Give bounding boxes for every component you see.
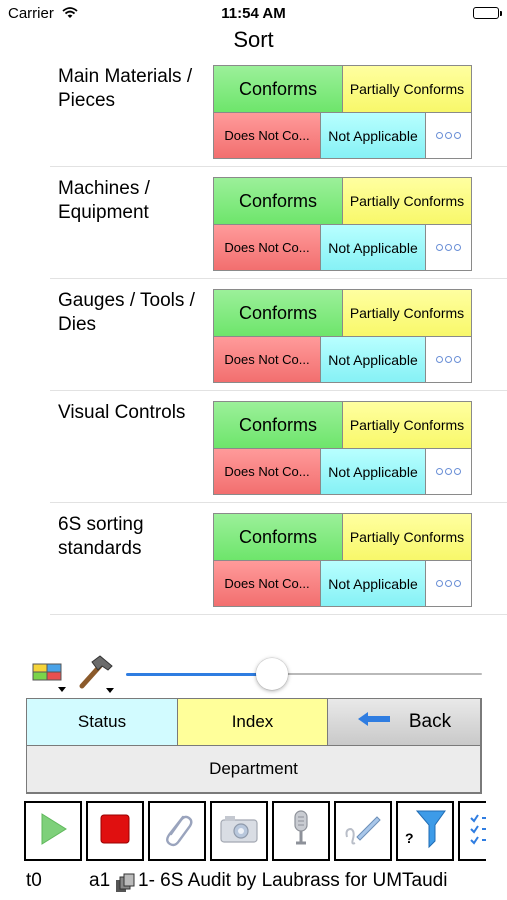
conforms-button[interactable]: Conforms — [214, 290, 342, 336]
not-applicable-button[interactable]: Not Applicable — [321, 561, 425, 606]
partially-conforms-button[interactable]: Partially Conforms — [343, 402, 471, 448]
more-options-button[interactable] — [426, 449, 471, 494]
not-applicable-button[interactable]: Not Applicable — [321, 225, 425, 270]
more-dots-icon — [436, 580, 461, 587]
footer-mid-text: a1 — [89, 870, 111, 891]
signature-pen-icon — [343, 811, 383, 852]
answer-grid: Conforms Partially Conforms Does Not Co.… — [213, 513, 472, 607]
back-button-label: Back — [408, 711, 452, 732]
hammer-tools-icon[interactable] — [76, 654, 120, 701]
conforms-button[interactable]: Conforms — [214, 402, 342, 448]
index-button-label: Index — [231, 712, 274, 731]
conforms-button[interactable]: Conforms — [214, 514, 342, 560]
question-label: Gauges / Tools / Dies — [58, 290, 195, 335]
stop-icon — [100, 814, 130, 849]
answer-grid: Conforms Partially Conforms Does Not Co.… — [213, 401, 472, 495]
does-not-conform-button[interactable]: Does Not Co... — [214, 225, 320, 270]
partially-conforms-button[interactable]: Partially Conforms — [343, 66, 471, 112]
partially-conforms-button[interactable]: Partially Conforms — [343, 178, 471, 224]
audit-question-row: Machines / Equipment Conforms Partially … — [50, 167, 507, 279]
view-toolbar — [0, 652, 507, 696]
department-button[interactable]: Department — [27, 746, 480, 792]
audit-question-row: Visual Controls Conforms Partially Confo… — [50, 391, 507, 503]
battery-icon — [473, 7, 502, 19]
more-dots-icon — [436, 468, 461, 475]
action-icon-bar: ? — [24, 801, 486, 861]
camera-button[interactable] — [210, 801, 268, 861]
does-not-conform-button[interactable]: Does Not Co... — [214, 561, 320, 606]
navigation-panel: Status Index Back Department — [26, 698, 482, 794]
more-dots-icon — [436, 244, 461, 251]
back-button[interactable]: Back — [328, 699, 480, 745]
not-applicable-button[interactable]: Not Applicable — [321, 449, 425, 494]
does-not-conform-button[interactable]: Does Not Co... — [214, 337, 320, 382]
status-button-label: Status — [77, 712, 127, 731]
slider-track[interactable] — [271, 673, 482, 675]
svg-text:?: ? — [405, 830, 414, 846]
does-not-conform-button[interactable]: Does Not Co... — [214, 113, 320, 158]
does-not-conform-button[interactable]: Does Not Co... — [214, 449, 320, 494]
back-arrow-icon — [357, 711, 391, 733]
more-options-button[interactable] — [426, 113, 471, 158]
signature-button[interactable] — [334, 801, 392, 861]
answer-grid: Conforms Partially Conforms Does Not Co.… — [213, 177, 472, 271]
more-options-button[interactable] — [426, 337, 471, 382]
checklist-icon — [469, 809, 486, 854]
question-label: Visual Controls — [58, 402, 186, 423]
audit-question-row: Main Materials / Pieces Conforms Partial… — [50, 55, 507, 167]
question-label: Machines / Equipment — [58, 178, 150, 223]
audit-question-row: Gauges / Tools / Dies Conforms Partially… — [50, 279, 507, 391]
answer-grid: Conforms Partially Conforms Does Not Co.… — [213, 289, 472, 383]
answer-grid: Conforms Partially Conforms Does Not Co.… — [213, 65, 472, 159]
not-applicable-button[interactable]: Not Applicable — [321, 337, 425, 382]
footer-document-title: 1- 6S Audit by Laubrass for UMTaudi — [138, 870, 448, 891]
conforms-button[interactable]: Conforms — [214, 66, 342, 112]
more-dots-icon — [436, 132, 461, 139]
partially-conforms-button[interactable]: Partially Conforms — [343, 290, 471, 336]
more-options-button[interactable] — [426, 561, 471, 606]
partially-conforms-button[interactable]: Partially Conforms — [343, 514, 471, 560]
slider-thumb[interactable] — [255, 658, 288, 690]
question-label: 6S sorting standards — [58, 514, 144, 559]
status-button[interactable]: Status — [27, 699, 177, 745]
status-bar: Carrier 11:54 AM — [0, 0, 507, 28]
microphone-button[interactable] — [272, 801, 330, 861]
filter-button[interactable]: ? — [396, 801, 454, 861]
layout-grid-icon[interactable] — [31, 662, 67, 699]
filter-help-icon: ? — [403, 807, 447, 856]
attachment-button[interactable] — [148, 801, 206, 861]
audit-question-row: 6S sorting standards Conforms Partially … — [50, 503, 507, 615]
more-options-button[interactable] — [426, 225, 471, 270]
stop-button[interactable] — [86, 801, 144, 861]
index-button[interactable]: Index — [178, 699, 327, 745]
play-button[interactable] — [24, 801, 82, 861]
more-dots-icon — [436, 356, 461, 363]
carrier-label: Carrier — [8, 5, 54, 22]
wifi-icon — [62, 6, 78, 24]
footer-left-text: t0 — [26, 870, 42, 891]
play-icon — [38, 812, 68, 851]
not-applicable-button[interactable]: Not Applicable — [321, 113, 425, 158]
slider-track-filled — [126, 673, 272, 676]
checklist-button[interactable] — [458, 801, 486, 861]
question-label: Main Materials / Pieces — [58, 66, 193, 111]
footer-status: t0 a1 1- 6S Audit by Laubrass for UMTaud… — [0, 870, 507, 896]
conforms-button[interactable]: Conforms — [214, 178, 342, 224]
clock: 11:54 AM — [221, 5, 286, 22]
camera-icon — [219, 813, 259, 850]
microphone-icon — [289, 809, 313, 854]
paperclip-icon — [159, 809, 195, 854]
page-title: Sort — [233, 27, 274, 52]
documents-stack-icon — [115, 873, 137, 899]
department-button-label: Department — [209, 759, 298, 778]
